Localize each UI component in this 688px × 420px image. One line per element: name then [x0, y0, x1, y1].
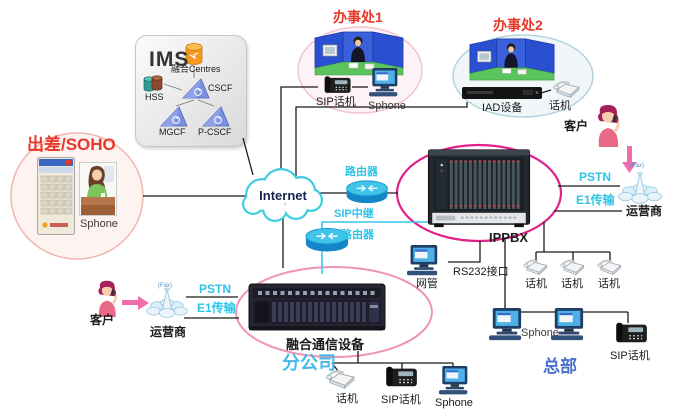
carrier-left-label: 运营商 [150, 325, 187, 339]
nms-label: 网管 [416, 278, 438, 290]
ims-pcscf-label: P-CSCF [198, 127, 232, 137]
ims-mgcf-label: MGCF [159, 127, 186, 137]
pstn-right-label: PSTN [579, 170, 612, 184]
hq-phone2-icon [558, 257, 588, 277]
customer-right-label: 客户 [564, 119, 589, 133]
customer-arrows [122, 146, 637, 310]
ims-cscf-label: CSCF [208, 83, 233, 93]
hq-phone1-label: 话机 [525, 278, 547, 290]
nms-computer-icon [404, 245, 442, 277]
office1-sip-phone-label: SIP话机 [316, 96, 356, 108]
pcscf-node-icon [202, 106, 230, 128]
branch-sphone-computer-icon [437, 366, 471, 396]
sip-trunk-label: SIP中继 [334, 208, 374, 220]
ippbx-label: IPPBX [489, 230, 529, 245]
branch-device-label: 融合通信设备 [286, 337, 365, 352]
branch-sip-phone-label: SIP话机 [381, 394, 421, 406]
ims-hss-label: HSS [145, 92, 164, 102]
branch-device-icon [247, 280, 387, 334]
hq-phone1-icon [521, 257, 551, 277]
office2-cubicle-icon [468, 34, 556, 84]
sip-trunk-links [321, 221, 445, 274]
router-bottom-label: 路由器 [341, 229, 374, 241]
hq-phone3-icon [595, 257, 625, 277]
hq-title: 总部 [543, 357, 577, 376]
ippbx-chassis-icon [420, 146, 538, 230]
customer-right-icon [589, 103, 627, 147]
e1-right-label: E1传输 [576, 193, 615, 207]
hss-database-icon [142, 74, 164, 94]
router-top-icon [344, 179, 390, 205]
ims-links [163, 67, 215, 107]
internet-label: Internet [259, 188, 307, 203]
office1-title: 办事处1 [333, 9, 383, 25]
fax-right-label: (Fax) [630, 163, 644, 169]
e1-left-label: E1传输 [197, 301, 236, 315]
hq-sphone-computer1-icon [487, 308, 525, 342]
office1-sphone-computer-icon [367, 68, 401, 98]
branch-title: 分公司 [282, 353, 336, 373]
carrier-right-network-icon [617, 169, 663, 207]
pstn-left-label: PSTN [199, 282, 232, 296]
branch-sphone-label: Sphone [435, 397, 473, 409]
soho-sphone-label: Sphone [80, 218, 118, 230]
hq-phone3-label: 话机 [598, 278, 620, 290]
hq-sphone-label: Sphone [521, 327, 559, 339]
softphone-panel-icon [37, 157, 75, 235]
office1-sphone-label: Sphone [368, 100, 406, 112]
office2-phone-icon [551, 78, 583, 100]
customer-left-label: 客户 [90, 313, 115, 327]
branch-phone-label: 话机 [336, 393, 358, 405]
office2-phone-label: 话机 [549, 100, 571, 112]
branch-ellipse [235, 266, 433, 358]
carrier-left-network-icon [145, 285, 189, 321]
customer-left-icon [91, 279, 123, 317]
router-top-label: 路由器 [345, 166, 378, 178]
ims-fusion-centres-label: 融合Centres [171, 64, 221, 74]
carrier-right-label: 运营商 [626, 204, 663, 218]
hq-sip-phone-label: SIP话机 [610, 350, 650, 362]
office1-sip-phone-icon [322, 74, 354, 96]
soho-title: 出差/SOHO [27, 135, 116, 154]
branch-sip-phone-icon [385, 364, 419, 390]
cscf-node-icon [182, 78, 210, 100]
soho-worker-icon [79, 162, 117, 216]
hq-phone2-label: 话机 [561, 278, 583, 290]
mgcf-node-icon [160, 106, 188, 128]
fax-left-label: (Fax) [158, 283, 172, 289]
office2-iad-label: IAD设备 [482, 102, 523, 114]
internet-cloud [242, 168, 323, 222]
hq-sip-phone-icon [614, 320, 650, 346]
rs232-label: RS232接口 [453, 266, 509, 278]
office2-title: 办事处2 [493, 17, 543, 33]
ims-title: IMS [149, 48, 190, 71]
iad-device-icon [461, 85, 543, 101]
